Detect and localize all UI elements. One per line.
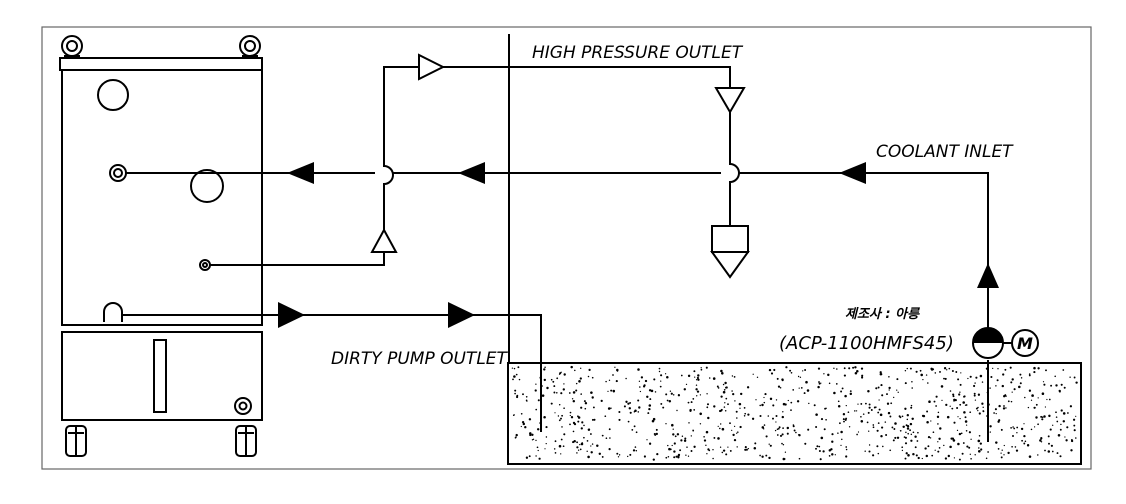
coolant-dots (511, 365, 1078, 461)
outer-frame (41, 26, 1092, 470)
coolant-return-port-icon (109, 164, 127, 182)
caster-left-icon (65, 419, 87, 457)
arrow-coolant-left-1-icon (287, 162, 314, 184)
tank-port-large-1 (97, 79, 129, 111)
arrow-hp-up-icon (370, 227, 398, 253)
motor-icon: M (1011, 329, 1039, 357)
arrow-hp-right-icon (418, 53, 446, 81)
lifting-eye-left-icon (61, 35, 83, 57)
lifting-eye-right-icon (239, 35, 261, 57)
coolant-tank-unit (59, 35, 263, 457)
high-pressure-suction-port-icon (199, 259, 211, 271)
tank-upper-body (61, 69, 263, 326)
drain-plug-icon (234, 397, 252, 415)
flow-arrows (278, 53, 999, 328)
coolant-pump-icon (972, 327, 1012, 359)
pump-model-label: (ACP-1100HMFS45) (779, 333, 954, 354)
machine-coolant-reservoir (507, 362, 1082, 465)
tank-port-large-2 (190, 169, 224, 203)
dirty-outlet-fitting (103, 302, 123, 322)
arrow-hp-down-icon (714, 87, 746, 114)
high-pressure-line (210, 66, 740, 266)
tank-lower-body (61, 331, 263, 421)
level-gauge (153, 339, 167, 413)
arrow-coolant-left-2-icon (458, 162, 485, 184)
manufacturer-label: 제조사 : 아릉 (845, 306, 920, 322)
coolant-inlet-label: COOLANT INLET (876, 142, 1014, 162)
arrow-coolant-left-3-icon (839, 162, 866, 184)
tank-top-plate (59, 57, 263, 71)
arrow-dirty-right-2-icon (448, 302, 475, 328)
arrow-coolant-up-icon (977, 263, 999, 288)
dirty-pump-outlet-label: DIRTY PUMP OUTLET (331, 349, 509, 369)
high-pressure-outlet-label: HIGH PRESSURE OUTLET (532, 43, 744, 63)
caster-right-icon (235, 419, 257, 457)
arrow-dirty-right-1-icon (278, 302, 305, 328)
spray-nozzle-icon (710, 225, 750, 279)
motor-letter: M (1017, 334, 1033, 353)
